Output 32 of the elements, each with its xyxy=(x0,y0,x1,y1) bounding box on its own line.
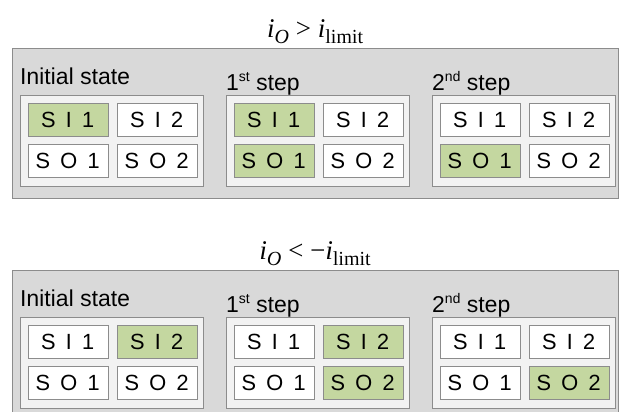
active-switch-cell: S O 1 xyxy=(440,144,521,178)
switch-cell: S I 2 xyxy=(117,103,198,137)
switch-cell: S I 1 xyxy=(234,325,315,359)
step-heading: 1$^{st}$ step xyxy=(226,289,300,319)
active-switch-cell: S O 2 xyxy=(529,366,610,400)
active-switch-cell: S I 1 xyxy=(234,103,315,137)
switch-cell: S O 2 xyxy=(529,144,610,178)
switch-cell: S I 2 xyxy=(529,325,610,359)
step-heading: Initial state xyxy=(20,284,130,313)
switch-cell: S I 1 xyxy=(440,325,521,359)
active-switch-cell: S I 1 xyxy=(28,103,109,137)
active-switch-cell: S O 2 xyxy=(323,366,404,400)
switch-cell: S I 2 xyxy=(323,103,404,137)
switch-cell: S I 1 xyxy=(28,325,109,359)
switch-cell: S O 2 xyxy=(117,144,198,178)
switch-cell: S O 1 xyxy=(440,366,521,400)
step-heading: Initial state xyxy=(20,62,130,91)
active-switch-cell: S I 2 xyxy=(117,325,198,359)
active-switch-cell: S I 2 xyxy=(323,325,404,359)
condition-heading: i$_{O}$ < −i$_{limit}$ xyxy=(259,234,371,272)
step-heading: 2$^{nd}$ step xyxy=(432,67,510,97)
switch-cell: S I 2 xyxy=(529,103,610,137)
switch-cell: S O 2 xyxy=(323,144,404,178)
switch-cell: S O 1 xyxy=(28,366,109,400)
switch-cell: S O 2 xyxy=(117,366,198,400)
switch-cell: S O 1 xyxy=(28,144,109,178)
switch-cell: S I 1 xyxy=(440,103,521,137)
switch-cell: S O 1 xyxy=(234,366,315,400)
step-heading: 2$^{nd}$ step xyxy=(432,289,510,319)
step-heading: 1$^{st}$ step xyxy=(226,67,300,97)
condition-heading: i$_{O}$ > i$_{limit}$ xyxy=(267,12,363,50)
active-switch-cell: S O 1 xyxy=(234,144,315,178)
